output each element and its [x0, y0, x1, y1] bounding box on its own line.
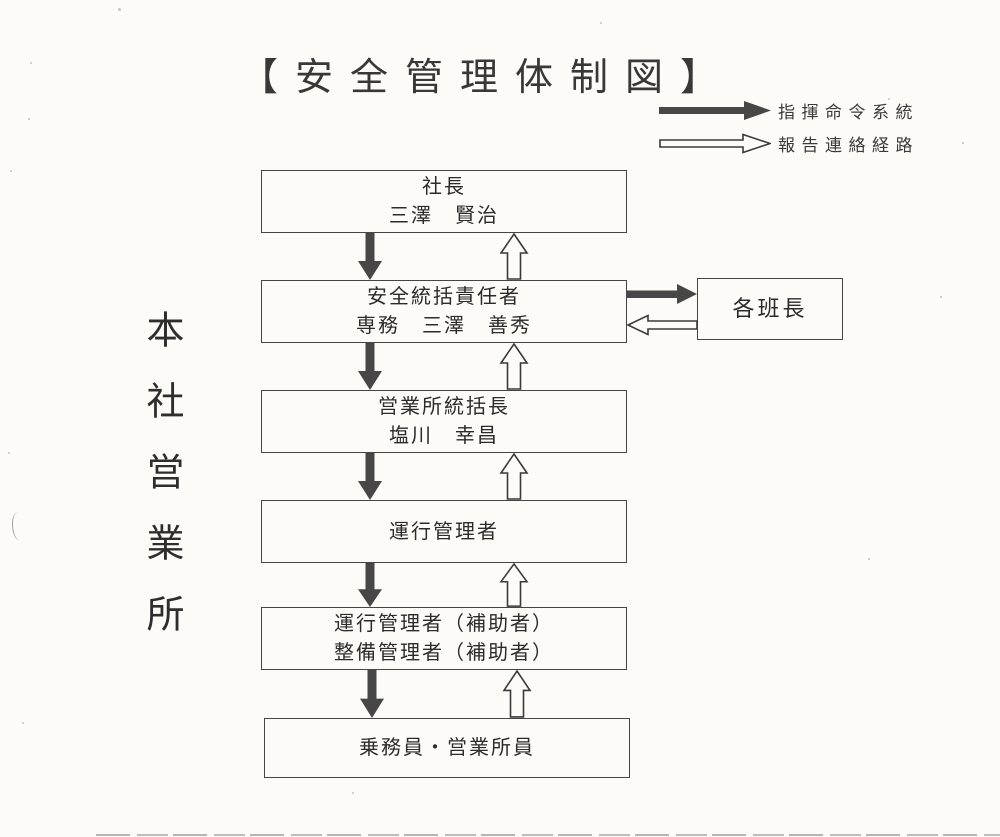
command-arrow-down-icon [358, 233, 382, 280]
report-arrow-up-icon [502, 670, 532, 718]
node-assistant-maintenance-title: 整備管理者（補助者） [334, 642, 554, 664]
scan-speck [8, 452, 10, 454]
node-operation-manager: 運行管理者 [261, 500, 627, 563]
scan-speck [10, 170, 12, 172]
node-staff: 乗務員・営業所員 [264, 718, 630, 778]
site-label: 本社営業所 [140, 310, 182, 665]
node-operation-manager-title: 運行管理者 [389, 520, 499, 543]
command-arrow-down-icon [358, 453, 382, 500]
scan-speck [888, 98, 890, 100]
scan-speck [118, 8, 121, 11]
report-arrow-up-icon [499, 343, 529, 390]
command-arrow-down-icon [360, 670, 384, 718]
node-president: 社長 三澤 賢治 [261, 170, 627, 233]
node-safety-officer-title: 安全統括責任者 [367, 286, 521, 308]
scan-speck [28, 118, 30, 120]
node-president-name: 三澤 賢治 [389, 205, 499, 227]
scan-speck [30, 62, 32, 64]
node-president-title: 社長 [422, 176, 466, 198]
scan-speck [868, 558, 870, 560]
scan-speck [940, 296, 942, 298]
scan-speck [600, 22, 602, 24]
node-team-leaders-title: 各班長 [732, 296, 808, 321]
scan-speck [962, 142, 964, 144]
legend-command-label: 指揮命令系統 [778, 103, 919, 122]
node-assistant-managers: 運行管理者（補助者） 整備管理者（補助者） [261, 607, 627, 670]
node-office-manager-name: 塩川 幸昌 [389, 425, 499, 447]
legend-report-label: 報告連絡経路 [778, 136, 919, 155]
diagram-title: 【安全管理体制図】 [240, 57, 736, 99]
scan-speck [352, 792, 354, 794]
node-office-manager-title: 営業所統括長 [378, 396, 510, 418]
node-team-leaders: 各班長 [697, 278, 843, 340]
command-arrow-right-icon [626, 284, 697, 304]
node-staff-title: 乗務員・営業所員 [359, 737, 535, 759]
scan-artifact-paren [11, 511, 26, 541]
node-office-manager: 営業所統括長 塩川 幸昌 [261, 390, 627, 453]
command-arrow-down-icon [358, 563, 382, 607]
scan-edge-shadow [96, 833, 1000, 836]
node-safety-officer-name: 専務 三澤 善秀 [356, 315, 532, 337]
node-safety-officer: 安全統括責任者 専務 三澤 善秀 [261, 280, 627, 343]
report-arrow-left-icon [626, 314, 698, 336]
solid-arrow-icon [659, 101, 771, 120]
legend-report-row: 報告連絡経路 [659, 131, 919, 156]
report-arrow-up-icon [499, 233, 529, 280]
node-assistant-operation-title: 運行管理者（補助者） [334, 613, 554, 635]
command-arrow-down-icon [358, 343, 382, 390]
scan-speck [22, 722, 24, 724]
report-arrow-up-icon [499, 453, 529, 500]
hollow-arrow-icon [659, 133, 771, 154]
report-arrow-up-icon [499, 563, 529, 607]
legend-command-row: 指揮命令系統 [659, 98, 919, 123]
